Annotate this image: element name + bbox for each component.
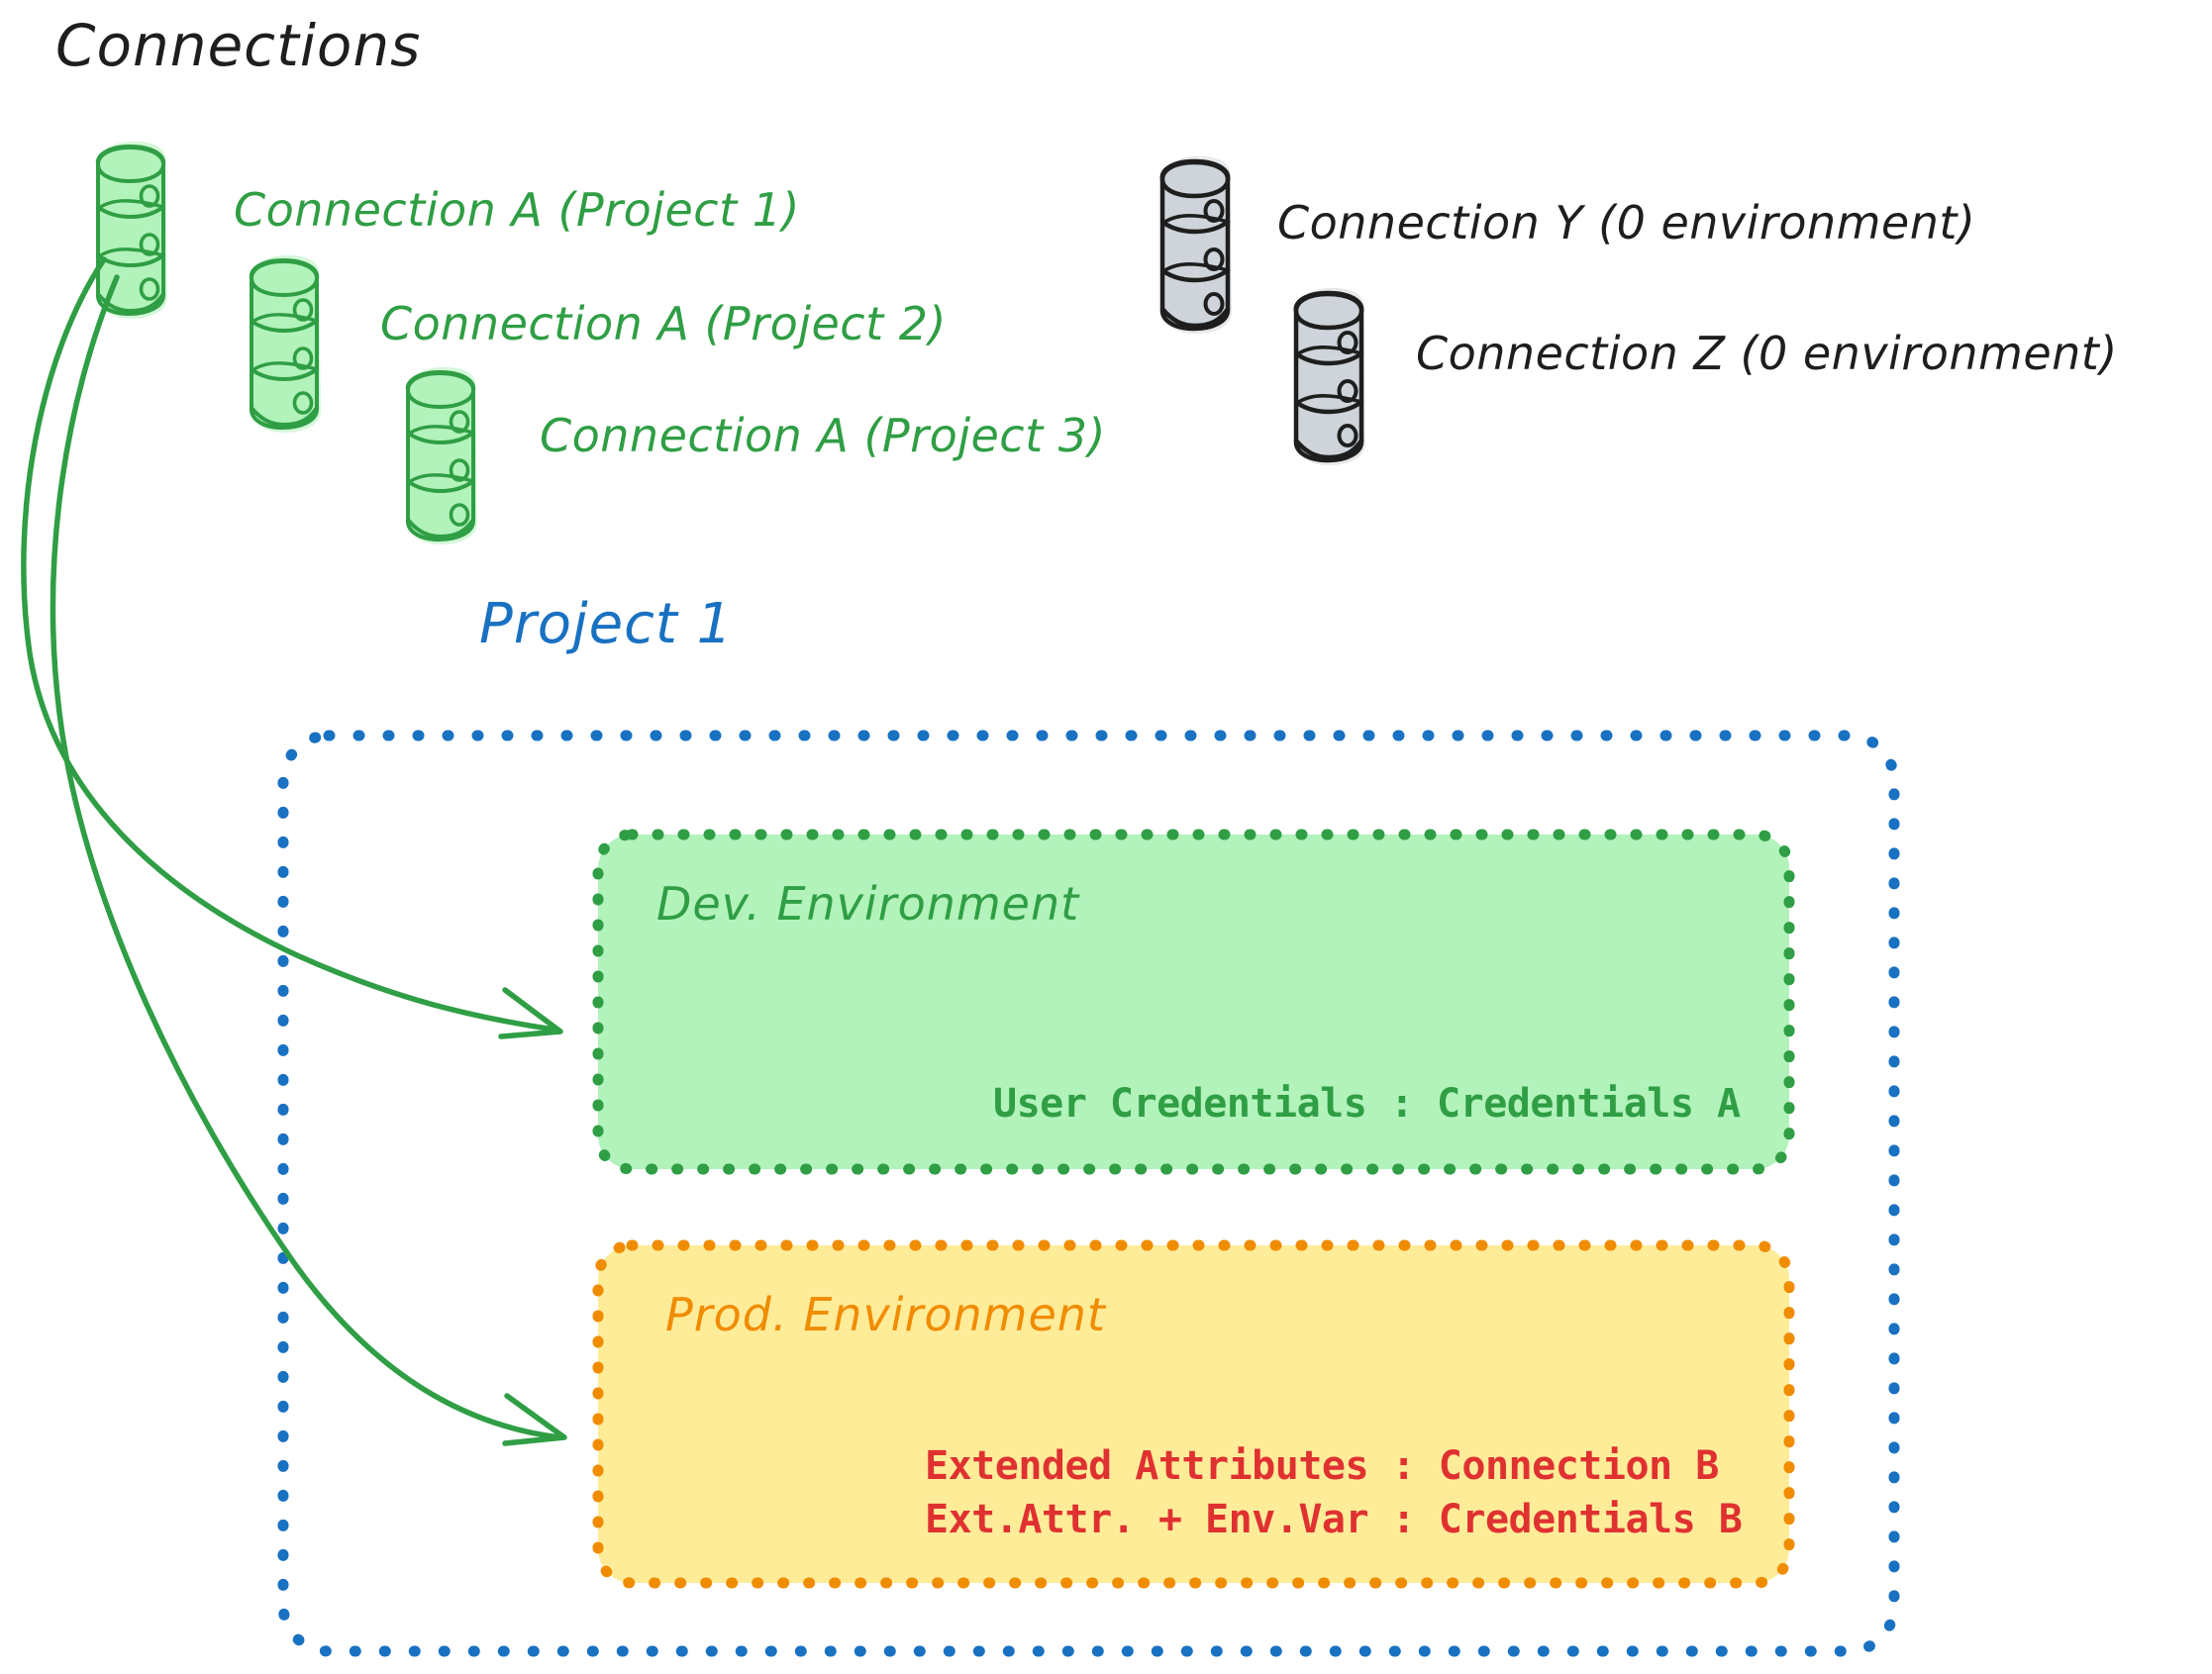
dev-environment-box: [592, 829, 1795, 1175]
arrow-connection-a-to-prod: [50, 274, 567, 1446]
database-icon-connection-y: [1162, 156, 1232, 334]
database-icon-connection-z: [1296, 288, 1365, 465]
arrow-connection-a-to-dev: [21, 256, 563, 1039]
database-icon-connection-a3: [405, 364, 479, 546]
project-1-container: [277, 730, 1900, 1657]
database-icon-connection-a2: [249, 252, 323, 435]
prod-environment-box: [592, 1239, 1795, 1589]
